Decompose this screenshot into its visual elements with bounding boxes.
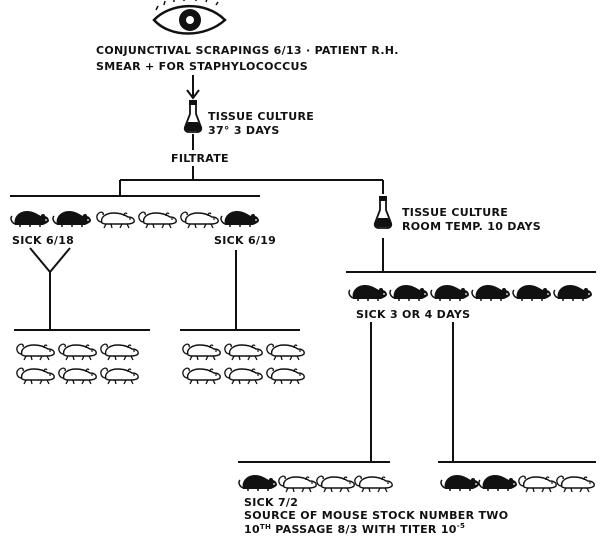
- passage-number: 10: [244, 523, 260, 536]
- tissue-culture-1-line-1: TISSUE CULTURE: [208, 110, 314, 123]
- healthy-mouse-icon: [17, 344, 54, 360]
- filtrate-label: FILTRATE: [171, 152, 229, 165]
- sick-mouse-icon: [53, 211, 91, 227]
- sick-mouse-icon: [479, 475, 517, 491]
- healthy-mouse-icon: [317, 476, 354, 492]
- sick-mouse-icon: [11, 211, 49, 227]
- tissue-culture-2-line-2: ROOM TEMP. 10 DAYS: [402, 220, 541, 233]
- healthy-mouse-icon: [101, 368, 138, 384]
- healthy-mouse-icon: [59, 368, 96, 384]
- sick-label-6-18: SICK 6/18: [12, 234, 74, 247]
- healthy-mouse-icon: [139, 212, 176, 228]
- healthy-mouse-icon: [355, 476, 392, 492]
- mouse-group-first-passage: [11, 211, 259, 228]
- eye-icon: [154, 0, 225, 34]
- healthy-mouse-icon: [225, 368, 262, 384]
- mouse-group-bottom-left: [239, 475, 392, 492]
- healthy-mouse-icon: [181, 212, 218, 228]
- sick-mouse-icon: [441, 475, 479, 491]
- flask-icon: [185, 100, 202, 132]
- titer-exponent: -5: [457, 522, 465, 530]
- sick-mouse-icon: [513, 285, 551, 301]
- sick-mouse-icon: [390, 285, 428, 301]
- connector: [30, 248, 50, 272]
- healthy-mouse-icon: [267, 368, 304, 384]
- sick-mouse-icon: [431, 285, 469, 301]
- source-line-2: SMEAR + FOR STAPHYLOCOCCUS: [96, 60, 308, 73]
- passage-titer-text: PASSAGE 8/3 WITH TITER 10: [271, 523, 457, 536]
- healthy-mouse-icon: [97, 212, 134, 228]
- flask-icon: [375, 196, 392, 228]
- mouse-group-room-temp-passage: [349, 285, 592, 301]
- sick-label-7-2: SICK 7/2: [244, 496, 298, 509]
- mouse-group-bottom-right: [441, 475, 594, 492]
- source-line-1: CONJUNCTIVAL SCRAPINGS 6/13 · PATIENT R.…: [96, 44, 399, 57]
- sick-mouse-icon: [554, 285, 592, 301]
- sick-label-3-or-4-days: SICK 3 OR 4 DAYS: [356, 308, 470, 321]
- healthy-mouse-icon: [183, 368, 220, 384]
- sick-mouse-icon: [239, 475, 277, 491]
- healthy-mouse-icon: [557, 476, 594, 492]
- sick-mouse-icon: [349, 285, 387, 301]
- tissue-culture-2-line-1: TISSUE CULTURE: [402, 206, 508, 219]
- sick-mouse-icon: [221, 211, 259, 227]
- sick-mouse-icon: [472, 285, 510, 301]
- connector: [50, 248, 70, 272]
- mouse-group-subpassage-left: [17, 344, 138, 384]
- healthy-mouse-icon: [59, 344, 96, 360]
- healthy-mouse-icon: [101, 344, 138, 360]
- passage-titer-note: 10TH PASSAGE 8/3 WITH TITER 10-5: [244, 522, 465, 536]
- healthy-mouse-icon: [17, 368, 54, 384]
- mouse-group-subpassage-middle: [183, 344, 304, 384]
- tissue-culture-1-line-2: 37° 3 DAYS: [208, 124, 280, 137]
- passage-ordinal-suffix: TH: [260, 523, 271, 531]
- healthy-mouse-icon: [267, 344, 304, 360]
- healthy-mouse-icon: [279, 476, 316, 492]
- mouse-stock-note: SOURCE OF MOUSE STOCK NUMBER TWO: [244, 509, 508, 522]
- healthy-mouse-icon: [183, 344, 220, 360]
- healthy-mouse-icon: [225, 344, 262, 360]
- healthy-mouse-icon: [519, 476, 556, 492]
- sick-label-6-19: SICK 6/19: [214, 234, 276, 247]
